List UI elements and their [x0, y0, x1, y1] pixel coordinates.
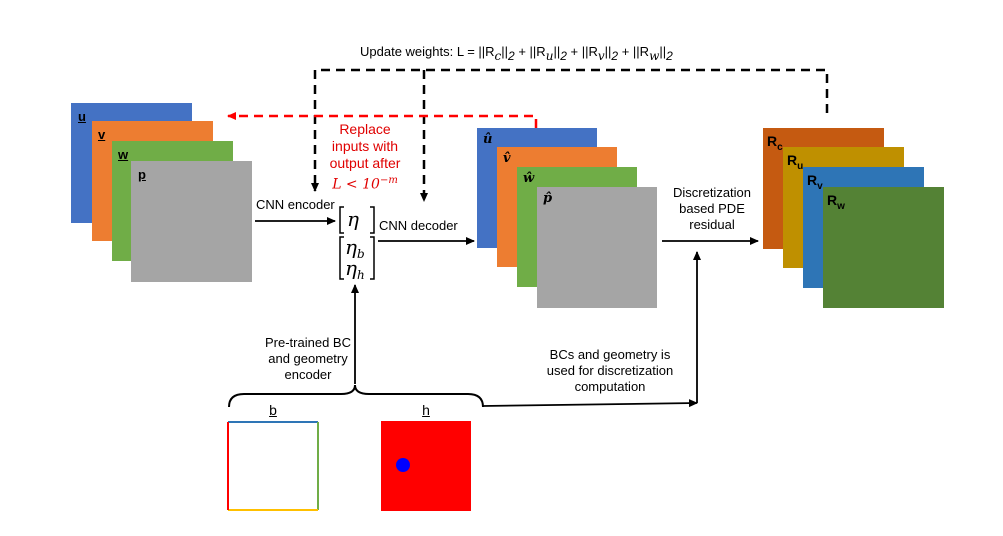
replace-inputs-label: Replace inputs with output after L < 10−… [329, 121, 401, 193]
output-v-label: v̂ [503, 151, 511, 166]
input-p-label: p [138, 167, 146, 182]
obstacle-dot [396, 458, 410, 472]
input-p-field: p [131, 161, 252, 282]
latent-eta-h: ηh [345, 256, 365, 282]
residual-rw-field: Rw [823, 187, 944, 308]
update-weights-path-encoder [311, 68, 829, 192]
output-w-label: ŵ [523, 171, 535, 186]
pretrained-encoder-label: Pre-trained BC and geometry encoder [265, 335, 351, 382]
geometry-label: h [422, 402, 430, 418]
output-p-field: p̂ [537, 187, 657, 308]
bc-image [227, 421, 319, 511]
output-p-label: p̂ [543, 191, 553, 206]
update-weights-loop [311, 68, 829, 202]
curly-brace [228, 384, 484, 408]
latent-brackets [339, 206, 375, 280]
residual-rw-label: Rw [827, 192, 845, 212]
output-u-label: û [483, 132, 493, 147]
input-w-label: w [118, 147, 129, 162]
input-v-label: v [98, 127, 106, 142]
bc-label: b [269, 402, 277, 418]
latent-eta-b: ηb [345, 235, 365, 261]
discretization-label: Discretization based PDE residual [672, 185, 752, 232]
residual-rc-label: Rc [767, 133, 783, 153]
replace-inputs-loop [227, 112, 538, 128]
bcs-geometry-label: BCs and geometry is used for discretizat… [546, 347, 674, 394]
update-weights-label: Update weights: L = ||Rc||2 + ||Ru||2 + … [360, 44, 673, 63]
cnn-decoder-label: CNN decoder [379, 218, 458, 233]
geometry-image [381, 421, 471, 511]
input-u-label: u [78, 109, 86, 124]
arrow-bcs-right [482, 399, 698, 408]
cnn-encoder-label: CNN encoder [256, 197, 335, 212]
flow-arrows [255, 217, 759, 408]
replace-inputs-path [227, 112, 538, 128]
residual-rv-label: Rv [807, 172, 823, 192]
residual-ru-label: Ru [787, 152, 804, 172]
latent-eta: η [347, 207, 359, 231]
